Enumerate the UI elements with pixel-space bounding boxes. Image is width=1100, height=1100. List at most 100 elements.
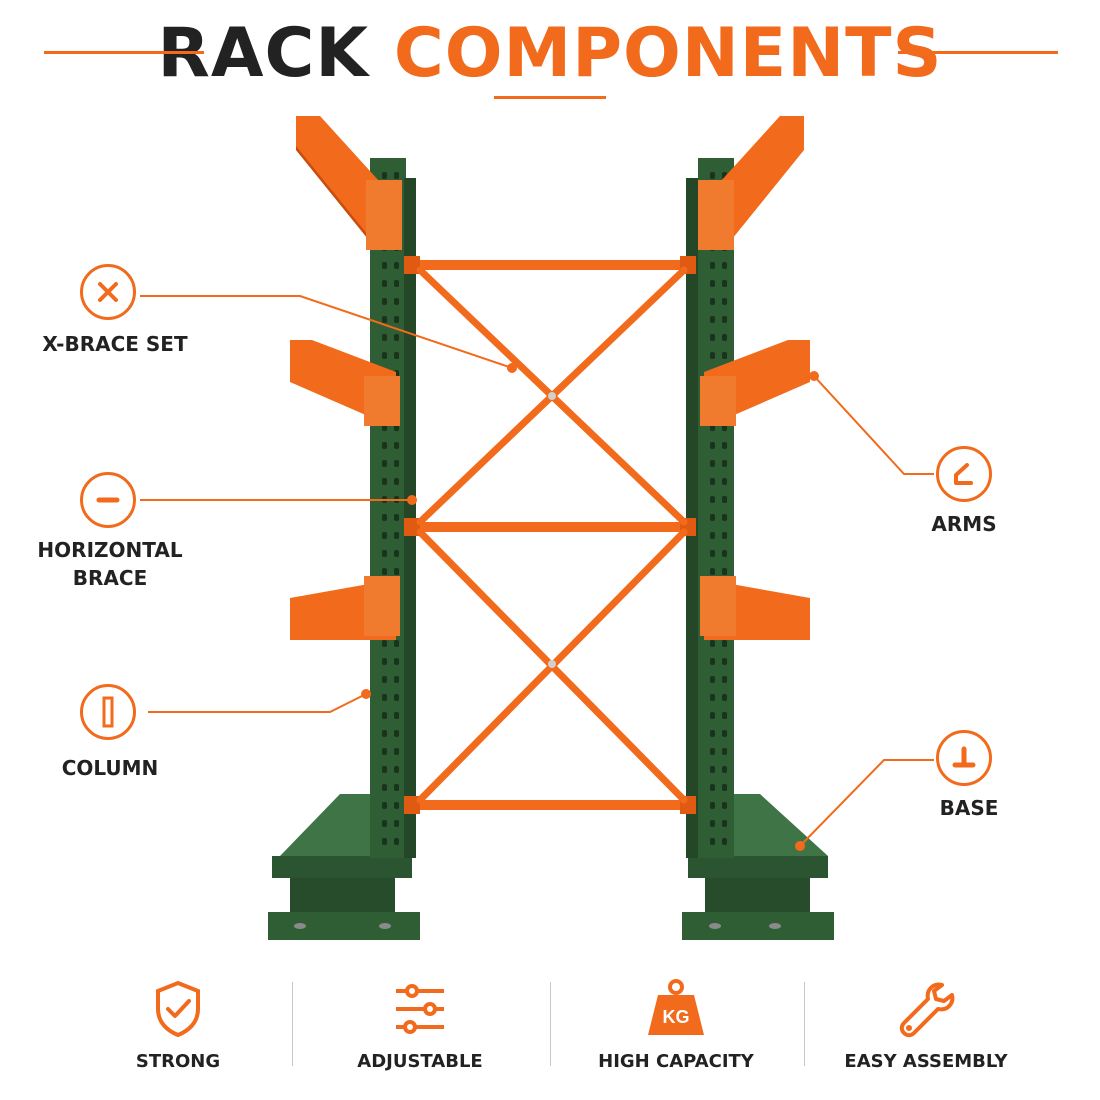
column-hole — [382, 748, 387, 755]
column-hole — [382, 820, 387, 827]
column-hole — [382, 514, 387, 521]
column-hole — [382, 172, 387, 179]
column-hole — [722, 658, 727, 665]
column-hole — [394, 730, 399, 737]
column-hole — [710, 694, 715, 701]
column-hole — [382, 838, 387, 845]
column-hole — [394, 298, 399, 305]
hbrace-marker — [407, 495, 417, 505]
column-hole — [722, 820, 727, 827]
column-hole — [382, 694, 387, 701]
feature-divider-2 — [550, 982, 551, 1066]
column-hole — [710, 838, 715, 845]
base-marker — [795, 841, 805, 851]
minus-icon — [80, 472, 136, 528]
column-hole — [394, 442, 399, 449]
column-hole — [382, 280, 387, 287]
column-hole — [722, 496, 727, 503]
column-hole — [394, 532, 399, 539]
weight-icon-text: KG — [663, 1007, 690, 1027]
column-hole — [394, 838, 399, 845]
column-hole — [722, 298, 727, 305]
column-hole — [394, 352, 399, 359]
column-hole — [710, 766, 715, 773]
column-hole — [394, 658, 399, 665]
column-hole — [722, 640, 727, 647]
column-hole — [394, 568, 399, 575]
column-hole — [382, 460, 387, 467]
column-hole — [382, 784, 387, 791]
column-hole — [382, 802, 387, 809]
column-hole — [722, 784, 727, 791]
column-hole — [710, 532, 715, 539]
column-hole — [394, 802, 399, 809]
column-hole — [394, 280, 399, 287]
x-icon — [80, 264, 136, 320]
horizontal-braces — [404, 256, 696, 814]
column-hole — [394, 820, 399, 827]
column-hole — [722, 676, 727, 683]
column-hole — [710, 316, 715, 323]
feature-divider-3 — [804, 982, 805, 1066]
column-hole — [710, 748, 715, 755]
base-left — [268, 794, 420, 940]
column-hole — [710, 172, 715, 179]
column-hole — [394, 460, 399, 467]
callout-hbrace-label: HORIZONTAL BRACE — [37, 538, 183, 590]
column-hole — [710, 514, 715, 521]
feature-easy-assembly: EASY ASSEMBLY — [826, 975, 1026, 1072]
column-hole — [382, 676, 387, 683]
callout-column-label: COLUMN — [61, 756, 159, 780]
callout-base-label: BASE — [939, 796, 999, 820]
column-hole — [382, 442, 387, 449]
column-hole — [710, 658, 715, 665]
feature-strong-label: STRONG — [135, 1051, 221, 1072]
column-hole — [394, 478, 399, 485]
column-hole — [710, 352, 715, 359]
column-hole — [382, 550, 387, 557]
column-hole — [722, 280, 727, 287]
column-hole — [722, 316, 727, 323]
column-hole — [710, 262, 715, 269]
column-hole — [722, 334, 727, 341]
column-hole — [710, 712, 715, 719]
title-word-components: COMPONENTS — [393, 14, 943, 93]
column-hole — [394, 550, 399, 557]
column-hole — [394, 712, 399, 719]
column-hole — [382, 334, 387, 341]
feature-high-capacity: KG HIGH CAPACITY — [576, 975, 776, 1072]
callout-arms-label: ARMS — [931, 512, 997, 536]
column-hole — [382, 640, 387, 647]
shield-check-icon — [78, 975, 278, 1039]
column-hole — [382, 532, 387, 539]
column-hole — [710, 460, 715, 467]
column-hole — [382, 658, 387, 665]
column-hole — [722, 712, 727, 719]
column-hole — [394, 766, 399, 773]
column-hole — [722, 262, 727, 269]
column-hole — [710, 784, 715, 791]
column-hole — [710, 334, 715, 341]
column-hole — [710, 442, 715, 449]
callout-xbrace-label: X-BRACE SET — [42, 332, 188, 356]
column-hole — [382, 298, 387, 305]
column-hole — [710, 496, 715, 503]
column-hole — [722, 838, 727, 845]
column-hole — [722, 460, 727, 467]
column-hole — [394, 694, 399, 701]
column-hole — [710, 820, 715, 827]
column-hole — [722, 478, 727, 485]
arms-marker — [809, 371, 819, 381]
column-hole — [394, 784, 399, 791]
feature-high-capacity-label: HIGH CAPACITY — [598, 1051, 754, 1072]
column-hole — [394, 316, 399, 323]
title-rule-left — [44, 51, 204, 54]
feature-easy-assembly-label: EASY ASSEMBLY — [844, 1051, 1008, 1072]
column-hole — [722, 730, 727, 737]
column-hole — [710, 550, 715, 557]
column-hole — [710, 568, 715, 575]
column-hole — [722, 802, 727, 809]
column-hole — [382, 712, 387, 719]
xbrace-marker — [507, 363, 517, 373]
